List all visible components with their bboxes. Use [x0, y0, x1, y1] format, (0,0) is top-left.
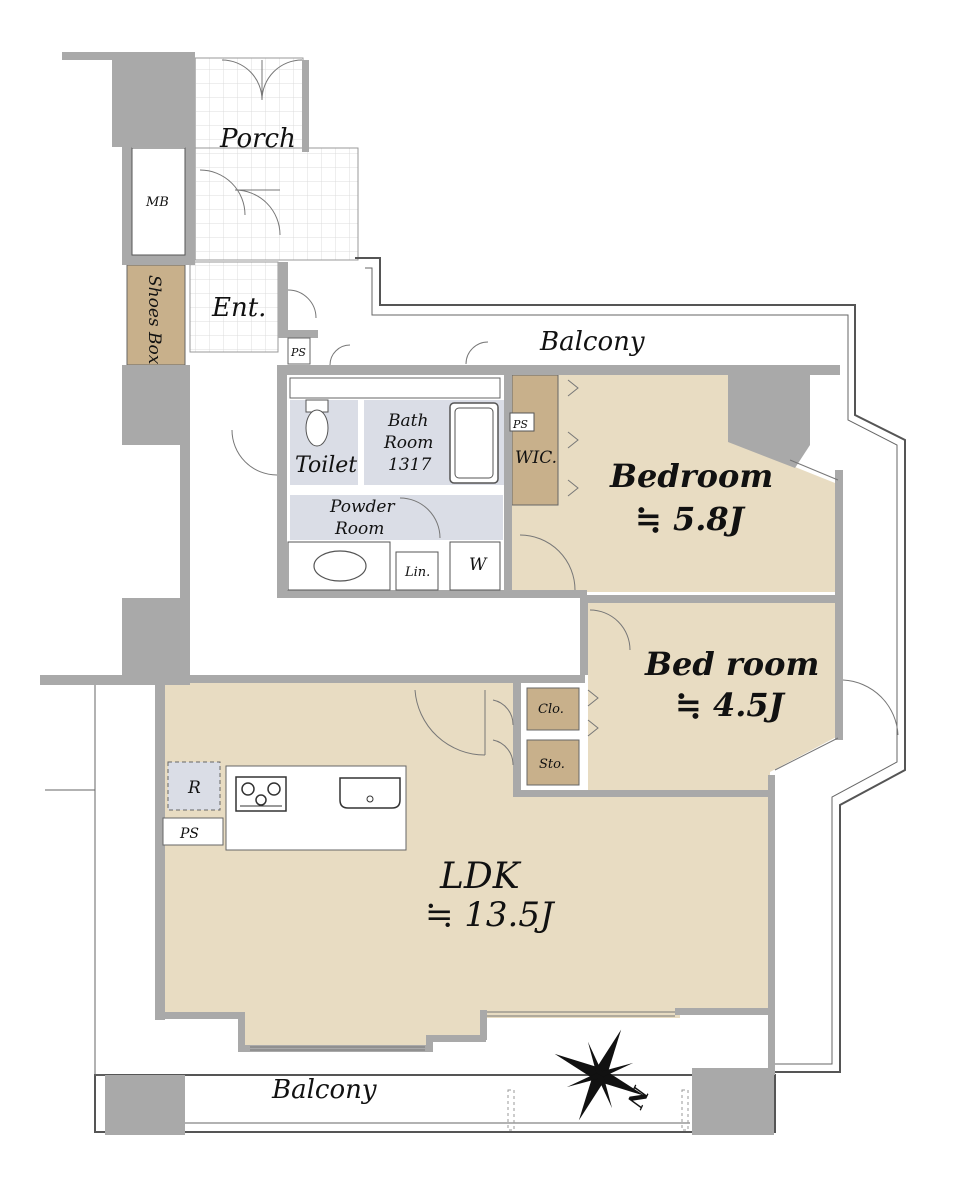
balcony-top-label: Balcony	[539, 327, 645, 357]
linen-label: Lin.	[404, 565, 430, 580]
compass-icon	[554, 1029, 646, 1121]
balcony-bottom-label: Balcony	[271, 1075, 377, 1105]
windows	[250, 459, 839, 1051]
balcony-top-outline	[355, 257, 906, 1073]
ldk-name: LDK	[439, 856, 522, 897]
ps-kitchen-label: PS	[179, 826, 199, 842]
powder-label-2: Room	[334, 519, 384, 539]
closet-floor	[526, 687, 580, 731]
mb-cupboard	[131, 147, 186, 256]
porch-floor	[194, 57, 304, 149]
bath-label-3: 1317	[388, 455, 431, 475]
ps-bath-label: PS	[512, 418, 528, 431]
bath-label-2: Room	[383, 433, 433, 453]
powder-floor	[290, 495, 503, 540]
ps-upper-label: PS	[290, 346, 306, 359]
powder-label-1: Powder	[329, 497, 395, 517]
shoes-box-label: Shoes Box	[144, 275, 164, 365]
bath-fixtures	[287, 377, 535, 591]
toilet-bowl-icon	[305, 409, 329, 447]
storage-label: Sto.	[539, 757, 565, 772]
storage-floor	[526, 739, 580, 786]
bedroom1-floor	[512, 375, 840, 592]
bedroom2-floor	[588, 600, 840, 790]
stove-icon	[235, 776, 287, 812]
ps-box-upper	[287, 337, 311, 365]
balcony-bottom-outline	[94, 1074, 776, 1133]
fridge-label: R	[187, 778, 201, 798]
kitchen-fixtures	[162, 761, 407, 851]
ldk-size: ≒ 13.5J	[425, 895, 556, 935]
mb-label: MB	[145, 195, 169, 210]
wash-basin-icon	[313, 550, 367, 582]
porch-floor-lower	[194, 147, 359, 261]
bedroom1-size: ≒ 5.8J	[635, 500, 746, 538]
bedroom2-size: ≒ 4.5J	[675, 686, 786, 724]
door-swings	[199, 59, 899, 766]
sink-icon	[339, 777, 401, 809]
toilet-label: Toilet	[295, 453, 357, 478]
structural-walls	[40, 52, 843, 1135]
bedroom1-name: Bedroom	[609, 457, 773, 495]
closet-label: Clo.	[538, 702, 564, 717]
wic-floor	[511, 374, 559, 506]
bedroom2-name: Bed room	[644, 645, 819, 683]
porch-label: Porch	[219, 124, 296, 154]
bath-label-1: Bath	[387, 411, 428, 431]
wic-label: WIC.	[515, 448, 557, 468]
entrance-label: Ent.	[211, 293, 266, 323]
balcony-posts	[507, 1089, 689, 1131]
shoes-box-floor	[126, 264, 186, 366]
entrance-floor	[189, 261, 279, 353]
washer-label: W	[469, 555, 488, 575]
